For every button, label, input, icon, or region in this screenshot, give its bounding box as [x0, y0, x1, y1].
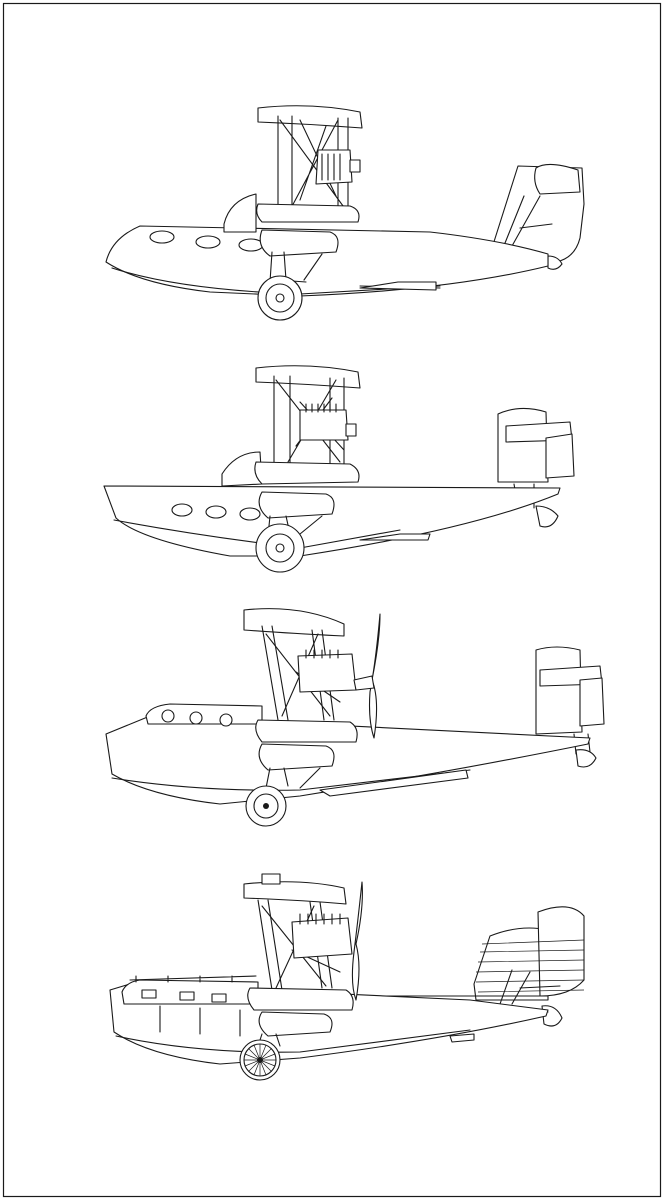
aircraft-view-3	[105, 608, 605, 827]
aircraft-view-4	[109, 873, 585, 1081]
aircraft-view-2	[103, 365, 575, 573]
aircraft-view-1	[105, 105, 585, 321]
